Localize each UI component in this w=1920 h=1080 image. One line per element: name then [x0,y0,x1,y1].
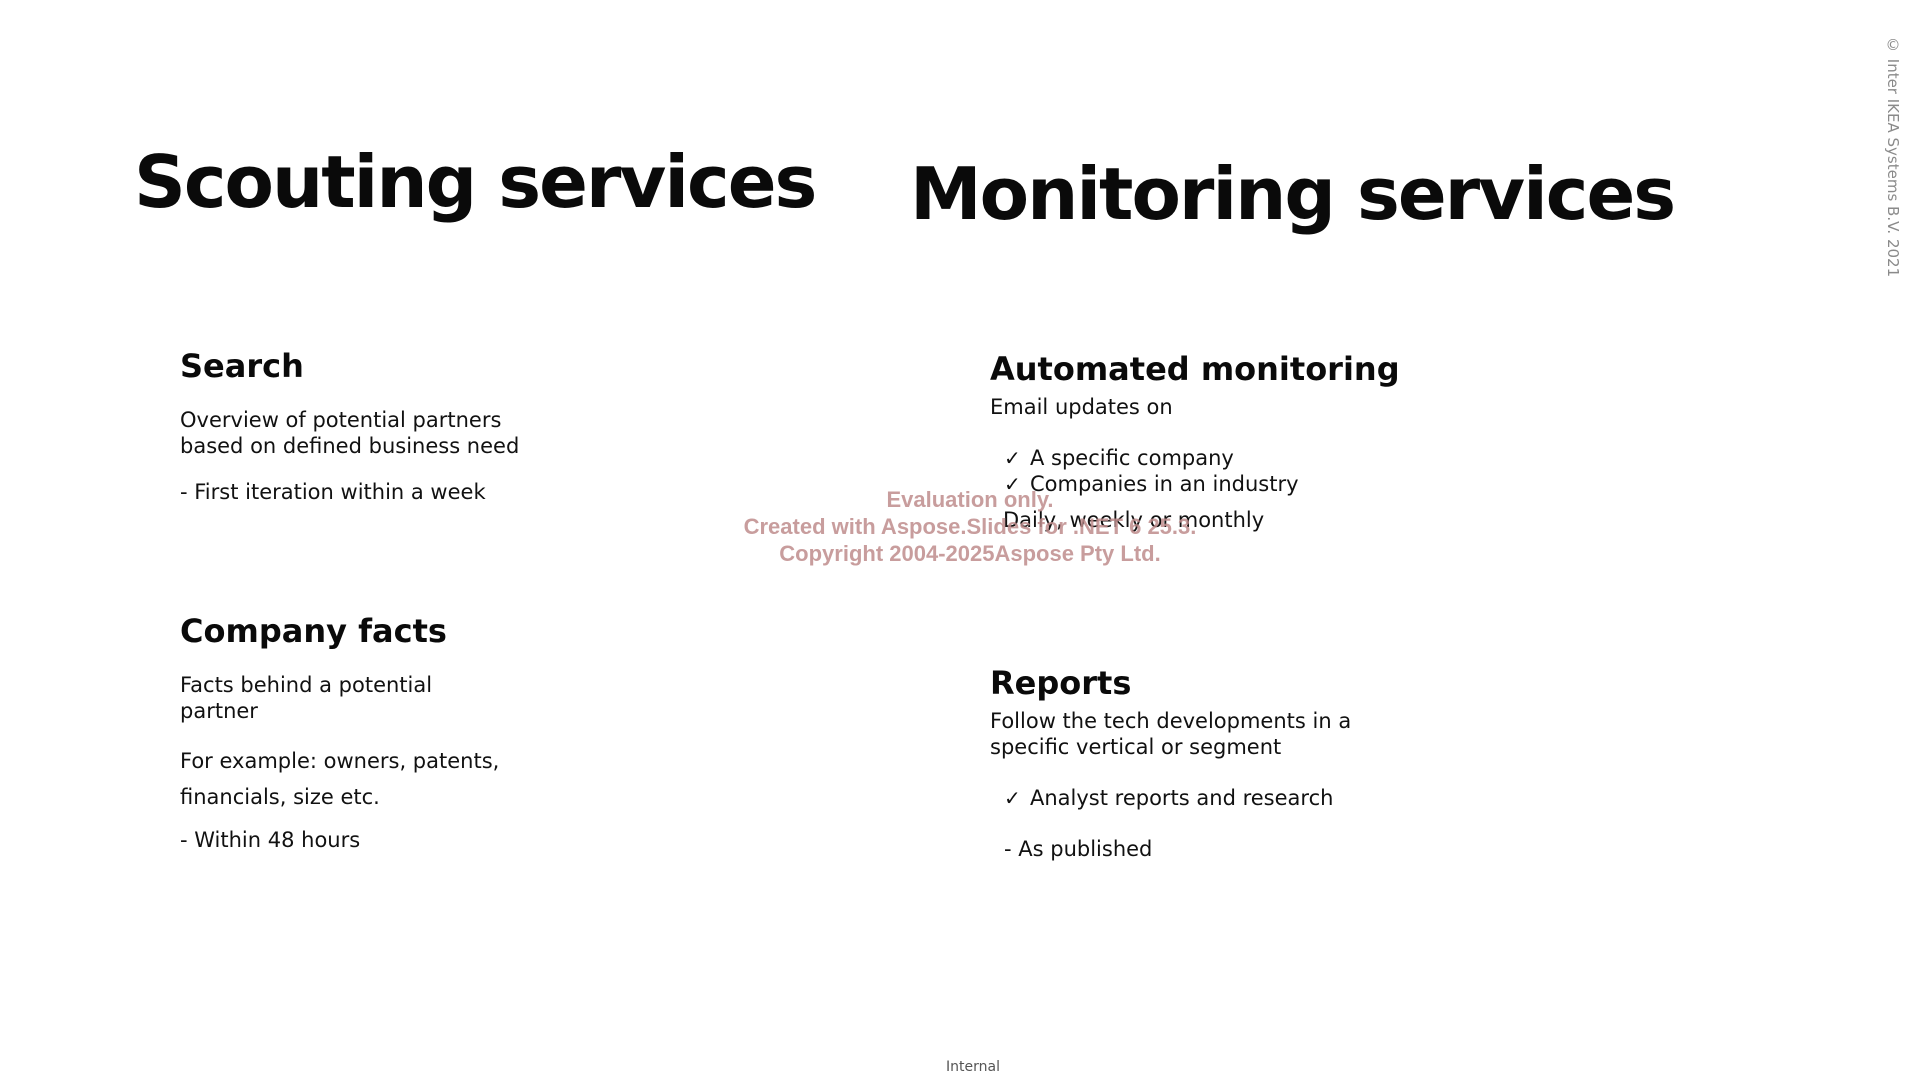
search-section: Search Overview of potential partners ba… [180,347,520,505]
list-item: ✓ Companies in an industry [990,471,1550,497]
list-item: ✓ A specific company [990,445,1550,471]
checkmark-icon: ✓ [1004,786,1021,811]
reports-heading: Reports [990,664,1132,702]
list-item: ✓ Analyst reports and research [990,785,1360,811]
automated-monitoring-heading: Automated monitoring [990,350,1400,388]
search-timing: - First iteration within a week [180,480,486,505]
monitoring-title: Monitoring services [910,152,1676,236]
company-facts-section: Company facts Facts behind a potential p… [180,612,500,853]
reports-description: Follow the tech developments in a specif… [990,709,1352,760]
reports-list: ✓ Analyst reports and research [990,785,1360,811]
watermark-line: Copyright 2004-2025Aspose Pty Ltd. [779,541,1161,566]
automated-monitoring-list: ✓ A specific company ✓ Companies in an i… [990,445,1550,497]
automated-monitoring-section: Automated monitoring Email updates on ✓ … [990,350,1550,533]
list-item-label: Analyst reports and research [1030,786,1334,811]
checkmark-icon: ✓ [1004,472,1021,497]
search-description: Overview of potential partners based on … [180,408,520,459]
reports-section: Reports Follow the tech developments in … [990,664,1360,862]
list-item-label: Companies in an industry [1030,472,1299,497]
automated-monitoring-description: Email updates on [990,395,1173,420]
company-facts-timing: - Within 48 hours [180,828,361,853]
company-facts-heading: Company facts [180,612,447,650]
automated-monitoring-frequency: Daily, weekly or monthly [1003,508,1265,533]
scouting-title: Scouting services [134,140,817,224]
company-facts-example: For example: owners, patents, financials… [180,749,500,810]
copyright-notice: © Inter IKEA Systems B.V. 2021 [1884,36,1902,278]
checkmark-icon: ✓ [1004,446,1021,471]
search-heading: Search [180,347,304,385]
company-facts-description: Facts behind a potential partner [180,673,433,724]
list-item-label: A specific company [1030,446,1234,471]
reports-timing: - As published [1004,837,1153,862]
classification-label: Internal [946,1059,1000,1075]
